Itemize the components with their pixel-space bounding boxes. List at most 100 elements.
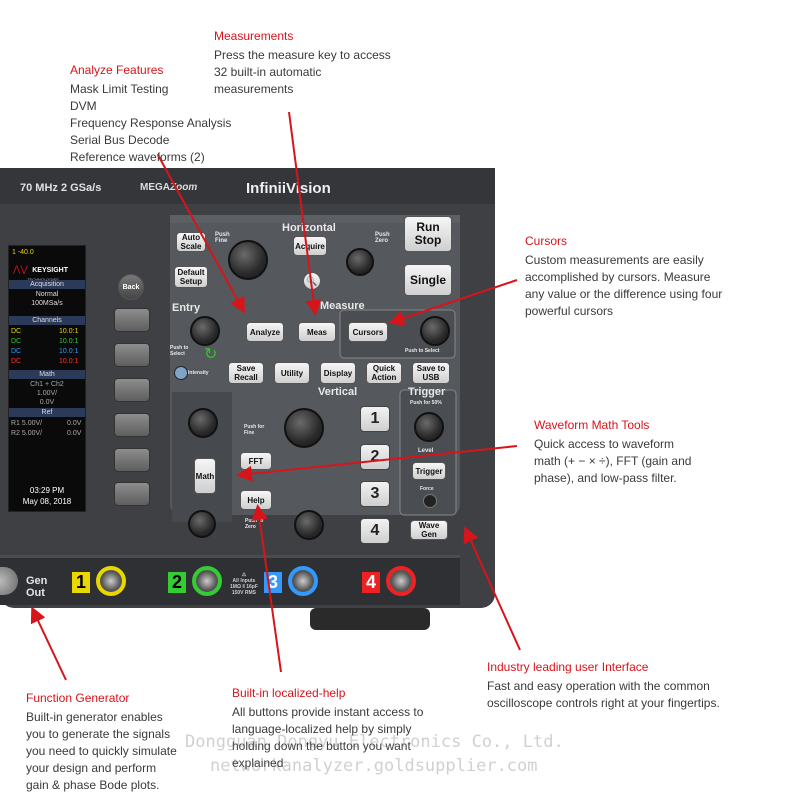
softkey-4[interactable] [114, 413, 150, 437]
annotation-line: Serial Bus Decode [70, 133, 170, 147]
spec-label: 70 MHz 2 GSa/s [20, 182, 102, 194]
math-button[interactable]: Math [194, 458, 216, 494]
softkey-5[interactable] [114, 448, 150, 472]
softkey-3[interactable] [114, 378, 150, 402]
channel-3-connector [288, 566, 318, 596]
intensity-dot[interactable] [174, 366, 188, 380]
math-scale-knob[interactable] [188, 408, 218, 438]
annotation-line: your design and perform [26, 761, 157, 775]
screen-date: May 08, 2018 [22, 497, 72, 506]
channel-coupling: DC [11, 358, 22, 365]
horizontal-section-label: Horizontal [282, 222, 336, 234]
annotation-line: language-localized help by simply [232, 722, 412, 736]
annotation-function-generator: Function Generator Built-in generator en… [26, 690, 177, 794]
save-to-usb-button[interactable]: Save to USB [412, 362, 450, 384]
annotation-title: Cursors [525, 234, 568, 248]
annotation-line: Reference waveforms (2) [70, 150, 205, 164]
horizontal-position-knob[interactable] [346, 248, 374, 276]
vertical-section-label: Vertical [318, 386, 358, 398]
channel-probe-ratio: 10.0:1 [59, 328, 79, 335]
annotation-title: Industry leading user Interface [487, 660, 649, 674]
annotation-line: Quick access to waveform [534, 437, 675, 451]
meas-button[interactable]: Meas [298, 322, 336, 342]
annotation-measurements: Measurements Press the measure key to ac… [214, 28, 391, 98]
cursors-button[interactable]: Cursors [348, 322, 388, 342]
channel-3-label: 3 [264, 572, 283, 593]
channel-2-label: 2 [168, 572, 187, 593]
trigger-level-knob[interactable] [414, 412, 444, 442]
annotation-line: DVM [70, 99, 97, 113]
channel-2-connector [192, 566, 222, 596]
annotation-line: Frequency Response Analysis [70, 116, 232, 130]
cursors-knob[interactable] [420, 316, 450, 346]
push-fine-label-2: Push for Fine [244, 424, 265, 436]
push-select-label-2: Push to Select [405, 348, 440, 354]
channel-1-button[interactable]: 1 [360, 406, 390, 432]
channel-coupling: DC [11, 348, 22, 355]
fft-button[interactable]: FFT [240, 452, 272, 470]
entry-knob[interactable] [190, 316, 220, 346]
annotation-line: powerful cursors [525, 304, 614, 318]
annotation-title: Waveform Math Tools [534, 418, 650, 432]
wave-gen-button[interactable]: Wave Gen [410, 520, 448, 540]
default-setup-button[interactable]: Default Setup [174, 266, 208, 288]
channel-2-button[interactable]: 2 [360, 444, 390, 470]
ref-row: R2 5.00V/ [11, 430, 43, 437]
help-button[interactable]: Help [240, 490, 272, 510]
display-button[interactable]: Display [320, 362, 356, 384]
annotation-line: math (+ − × ÷), FFT (gain and [534, 454, 692, 468]
auto-scale-button[interactable]: Auto Scale [176, 232, 206, 252]
channel-3-button[interactable]: 3 [360, 481, 390, 507]
megazoom-logo: MEGAZoom [140, 182, 198, 193]
back-button[interactable]: Back [118, 274, 144, 300]
annotation-title: Function Generator [26, 691, 130, 705]
annotation-line: Custom measurements are easily [525, 253, 704, 267]
annotation-line: you need to quickly simulate [26, 744, 177, 758]
channel-probe-ratio: 10.0:1 [59, 358, 79, 365]
push-select-label: Push to Select [170, 345, 189, 357]
math-offset-knob[interactable] [188, 510, 216, 538]
annotation-line: Built-in generator enables [26, 710, 163, 724]
horizontal-scale-knob[interactable] [228, 240, 268, 280]
channel-1-connector [96, 566, 126, 596]
trigger-section-label: Trigger [408, 386, 446, 398]
ref-row: R1 5.00V/ [11, 420, 43, 427]
brand-name: InfiniiVision [246, 180, 331, 197]
channel-probe-ratio: 10.0:1 [59, 338, 79, 345]
vertical-scale-knob[interactable] [284, 408, 324, 448]
entry-arrow-icon: ↻ [204, 346, 218, 363]
vertical-position-knob[interactable] [294, 510, 324, 540]
annotation-ui: Industry leading user Interface Fast and… [487, 659, 720, 712]
quick-action-button[interactable]: Quick Action [366, 362, 402, 384]
keysight-wave-icon: ⋀⋁ [13, 264, 28, 274]
keysight-logo: ⋀⋁ KEYSIGHT TECHNOLOGIES [13, 264, 69, 282]
channel-coupling: DC [11, 328, 22, 335]
channel-coupling: DC [11, 338, 22, 345]
softkey-1[interactable] [114, 308, 150, 332]
annotation-cursors: Cursors Custom measurements are easily a… [525, 233, 722, 320]
annotation-line: measurements [214, 82, 294, 96]
annotation-line: explained [232, 756, 284, 770]
annotation-help: Built-in localized-help All buttons prov… [232, 685, 423, 772]
utility-button[interactable]: Utility [274, 362, 310, 384]
trigger-button[interactable]: Trigger [412, 462, 446, 480]
analyze-button[interactable]: Analyze [246, 322, 284, 342]
push-fine-label: Push Fine [215, 232, 230, 244]
annotation-waveform-math: Waveform Math Tools Quick access to wave… [534, 417, 691, 487]
save-recall-button[interactable]: Save Recall [228, 362, 264, 384]
math-header: Math [9, 370, 85, 379]
softkey-6[interactable] [114, 482, 150, 506]
single-button[interactable]: Single [404, 264, 452, 296]
annotation-line: you to generate the signals [26, 727, 171, 741]
screen-time: 03:29 PM [29, 486, 65, 495]
channel-4-button[interactable]: 4 [360, 518, 390, 544]
annotation-title: Built-in localized-help [232, 686, 346, 700]
annotation-line: phase), and low-pass filter. [534, 471, 677, 485]
acquire-button[interactable]: Acquire [293, 236, 327, 256]
channel-4-connector [386, 566, 416, 596]
channel-probe-ratio: 10.0:1 [59, 348, 79, 355]
zoom-button[interactable]: 🔍 [303, 272, 321, 290]
softkey-2[interactable] [114, 343, 150, 367]
